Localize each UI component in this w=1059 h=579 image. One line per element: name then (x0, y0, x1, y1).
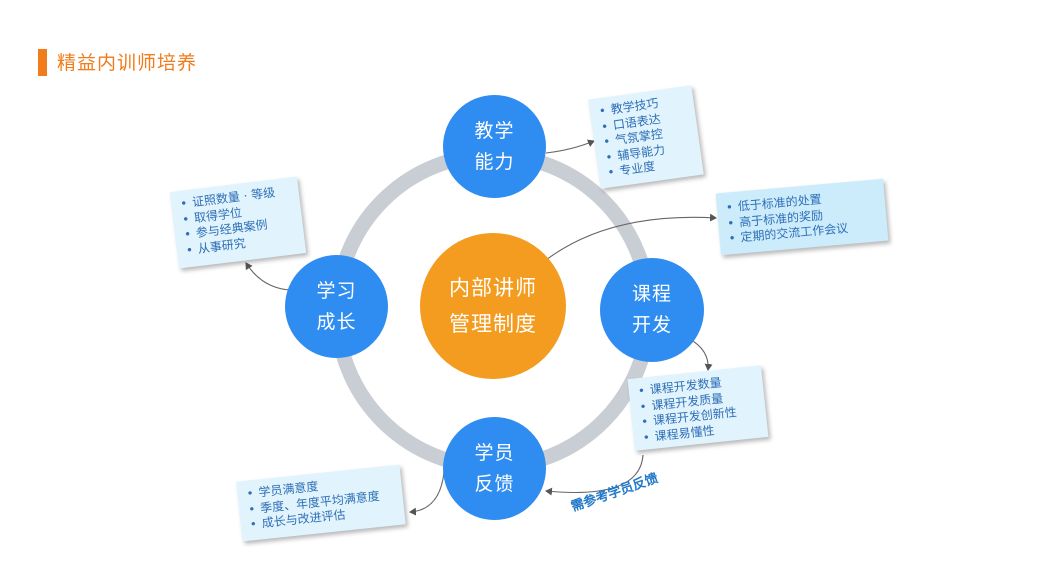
node-teaching-line1: 教学 (474, 119, 515, 142)
node-learning-line2: 成长 (316, 310, 357, 333)
node-student-feedback: 学员反馈 (443, 417, 546, 520)
connector-learning-note (245, 262, 291, 291)
node-feedback-line2: 反馈 (474, 472, 515, 495)
node-teaching-ability: 教学能力 (443, 95, 546, 198)
connector-course-feedback (545, 454, 644, 496)
connector-center-policy-note (545, 213, 717, 261)
note-course-metrics: 课程开发数量 课程开发质量 课程开发创新性 课程易懂性 (627, 365, 769, 451)
node-teaching-line2: 能力 (474, 150, 515, 173)
connector-feedback-note (409, 471, 445, 516)
node-learning-growth: 学习成长 (285, 255, 388, 358)
node-course-development: 课程开发 (600, 258, 704, 362)
note-learning-achievements: 证照数量 · 等级 取得学位 参与经典案例 从事研究 (169, 176, 307, 269)
title-accent-bar (38, 49, 47, 76)
page-title: 精益内训师培养 (57, 52, 198, 74)
node-course-line2: 开发 (631, 314, 672, 336)
node-learning-line1: 学习 (316, 279, 357, 302)
center-line1: 内部讲师 (449, 276, 537, 300)
note-teaching-skills: 教学技巧 口语表达 气氛掌控 辅导能力 专业度 (588, 85, 704, 189)
connector-teaching-note (545, 139, 595, 154)
node-course-line1: 课程 (631, 283, 672, 305)
node-feedback-line1: 学员 (474, 441, 515, 464)
center-node-management-system: 内部讲师管理制度 (420, 233, 566, 379)
center-line2: 管理制度 (449, 312, 537, 336)
